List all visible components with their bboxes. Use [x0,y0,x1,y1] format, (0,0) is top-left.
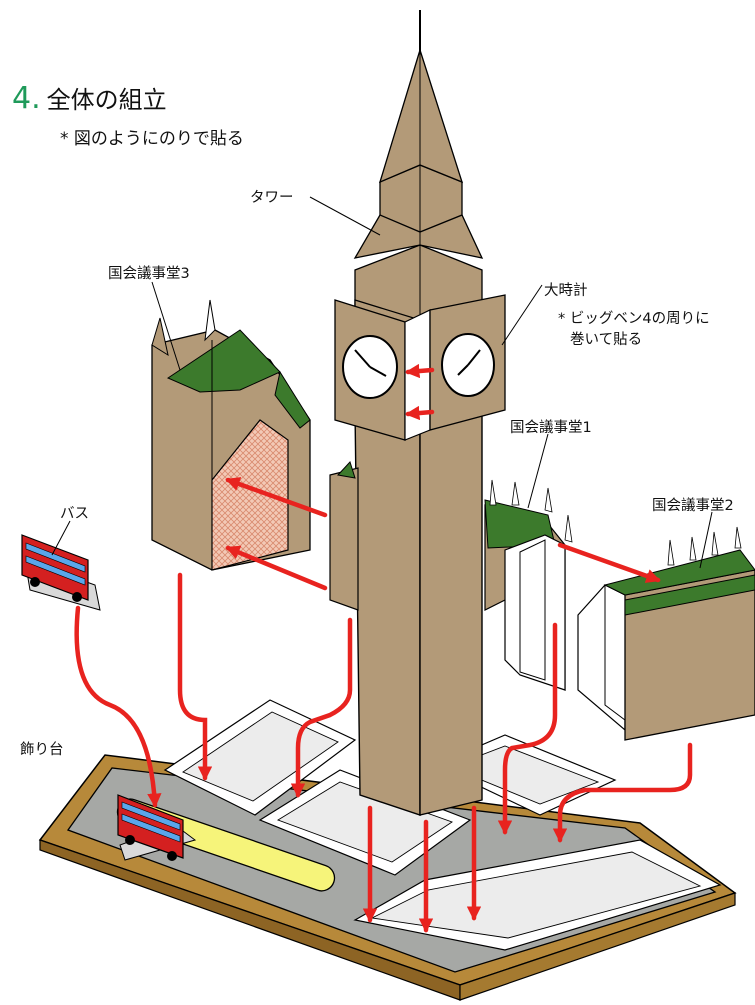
step-title: 4.全体の組立 [12,80,167,116]
label-big-clock: 大時計 [544,283,588,299]
tower-body [329,409,483,816]
label-parliament-2: 国会議事堂2 [652,498,734,514]
parliament-3-building [151,299,311,571]
bus-model [21,534,101,611]
base-plate-front [353,839,722,951]
leader-lines [51,196,713,569]
base-plate-center [258,769,472,876]
assembly-arrows [74,363,693,933]
label-parliament-1: 国会議事堂1 [510,420,592,436]
clock-face-center-strip [404,309,431,441]
clock-face-left-panel [334,299,406,441]
label-tower: タワー [250,190,294,206]
step-note: * 図のようにのりで貼る [60,129,244,149]
step-number: 4. [12,81,41,116]
parliament-2-building [577,526,755,741]
parliament-1-building [484,479,573,691]
clock-face-right-panel [429,294,506,431]
bus-on-stand [117,794,197,861]
label-big-clock-note-1: * ビッグベン4の周りに [558,311,710,327]
step-title-text: 全体の組立 [46,86,167,114]
label-bus: バス [60,506,89,522]
label-stand: 飾り台 [20,742,64,758]
label-parliament-3: 国会議事堂3 [108,266,190,282]
label-big-clock-note-2: 巻いて貼る [570,332,643,348]
